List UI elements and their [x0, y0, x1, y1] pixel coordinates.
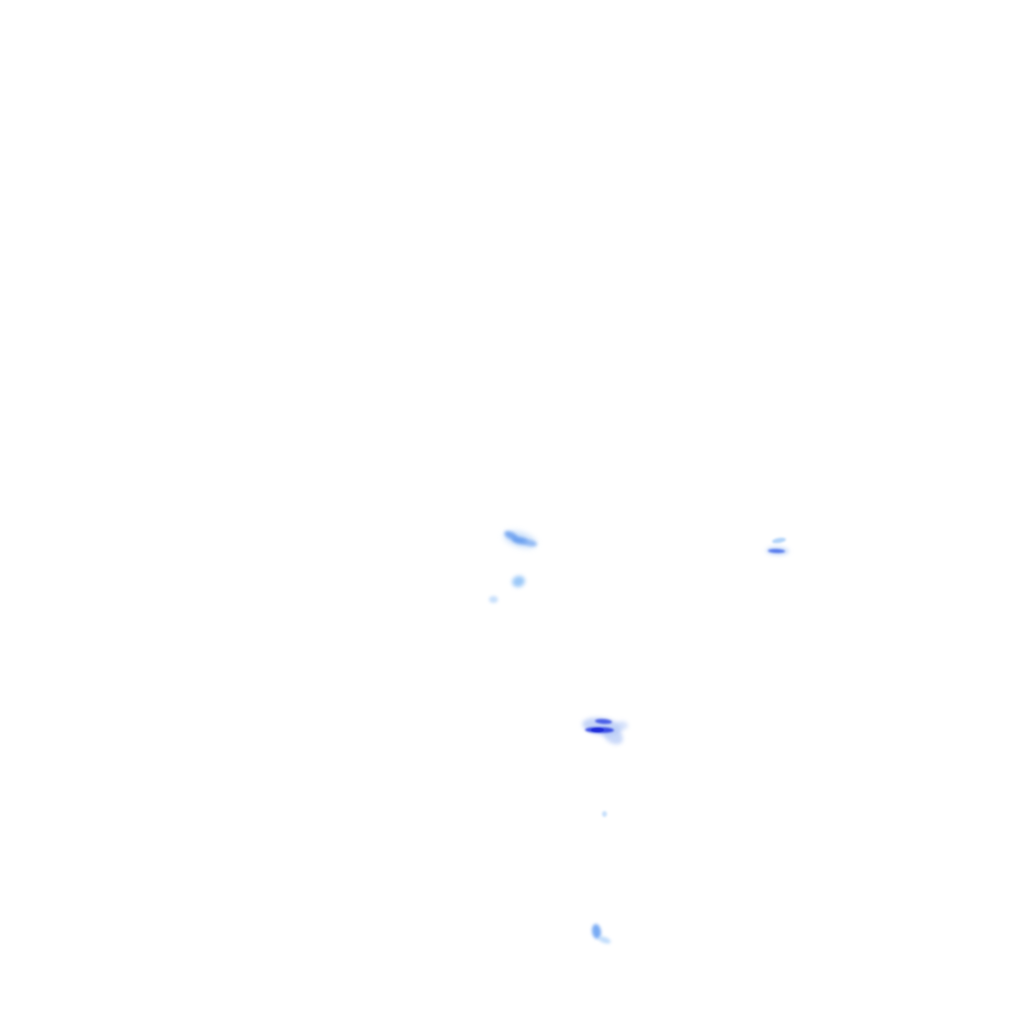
- blue-smudge-swoosh-upper-left-layer: [522, 538, 538, 548]
- blue-blob-center-main-layer: [594, 717, 612, 725]
- blue-faint-dot-left-layer: [488, 595, 498, 603]
- blue-smudge-swoosh-upper-left-layer: [511, 535, 529, 545]
- blue-smudge-swoosh-upper-left-layer: [501, 526, 539, 552]
- blue-blob-center-main-layer: [581, 714, 623, 738]
- blue-dot-mid-left-layer: [510, 573, 526, 589]
- blue-dash-right-layer: [765, 546, 789, 556]
- blue-speck-lower-center-layer: [601, 811, 607, 817]
- blue-arc-right-layer: [771, 536, 787, 544]
- blue-comma-bottom-layer: [596, 934, 612, 946]
- blue-blob-center-main-layer: [616, 720, 628, 730]
- blue-blob-center-main-layer: [584, 726, 614, 734]
- blue-smudge-swoosh-upper-left-layer: [503, 528, 519, 542]
- blue-comma-bottom-layer: [590, 922, 602, 940]
- blue-dash-right-layer: [767, 548, 785, 554]
- blue-blob-center-main-layer: [599, 722, 627, 748]
- blue-blob-center-main-layer: [590, 728, 604, 732]
